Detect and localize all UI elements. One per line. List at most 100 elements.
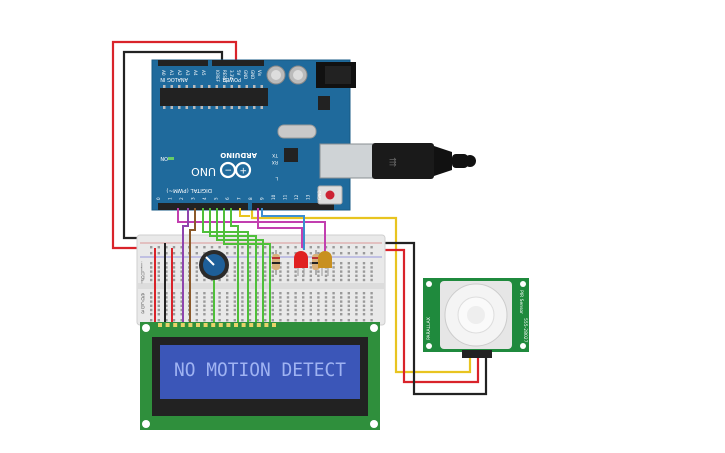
digital-pin-label: 13 <box>306 194 311 200</box>
digital-pin-label: 2 <box>179 197 184 200</box>
pir-label-top: PIR Sensor <box>518 290 524 314</box>
arduino-model-text: UNO <box>191 165 216 178</box>
power-pin-label: Vin <box>257 70 262 77</box>
lcd-pin[interactable] <box>196 323 200 327</box>
digital-pin-label: 6 <box>225 197 230 200</box>
usb-symbol-icon: ⇶ <box>389 157 397 168</box>
analog-pin-label: A0 <box>161 70 166 76</box>
lcd-pin[interactable] <box>203 323 208 327</box>
on-led <box>168 157 174 160</box>
wires-back <box>111 40 488 396</box>
digital-pin-label: GND <box>317 190 322 200</box>
breadboard-row-letter: b <box>141 304 145 311</box>
lcd-pin[interactable] <box>173 323 178 327</box>
green-wire-4[interactable] <box>223 208 271 325</box>
lcd-pin[interactable] <box>256 323 261 327</box>
lcd-pin[interactable] <box>211 323 216 327</box>
yellow-signal-wire[interactable] <box>250 210 472 374</box>
black-pir-ground-wire[interactable] <box>380 241 488 396</box>
potentiometer[interactable] <box>199 250 229 280</box>
power-pin-label: GND <box>243 70 248 79</box>
lcd-pin[interactable] <box>180 323 185 327</box>
digital-pin-label: 3 <box>191 197 196 200</box>
lcd-pin[interactable] <box>272 323 276 327</box>
digital-pwm-label: DIGITAL (PWM~) <box>166 187 212 193</box>
digital-pin-label: 10 <box>271 194 276 200</box>
breadboard-row-letter: h <box>141 270 145 277</box>
digital-pin-label: 9 <box>260 197 265 200</box>
digital-header-low <box>158 203 248 210</box>
arduino-l-label: L <box>275 175 278 181</box>
blue-wire-led[interactable] <box>261 208 305 250</box>
red-led <box>294 251 308 276</box>
reset-button-cap[interactable] <box>325 190 335 200</box>
green-wire-5[interactable] <box>230 208 239 325</box>
digital-pin-label: 12 <box>294 194 299 200</box>
digital-pin-label: 7 <box>237 197 242 200</box>
lcd-pin[interactable] <box>241 323 246 327</box>
arduino-logo-icon: − + <box>219 161 252 179</box>
breadboard-row-letter: c <box>141 300 144 307</box>
digital-pin-label: 5 <box>214 197 219 200</box>
lcd-screen <box>160 345 360 399</box>
lcd-pins <box>158 323 276 327</box>
lcd-pin[interactable] <box>264 323 269 327</box>
green-wire-1[interactable] <box>202 208 249 325</box>
green-wire-3[interactable] <box>216 208 264 325</box>
pir-label-parallax: PARALLAX <box>426 317 432 340</box>
lcd-pin[interactable] <box>165 323 170 327</box>
power-pin-label: 5V <box>236 70 241 76</box>
lcd-pin[interactable] <box>218 323 223 327</box>
breadboard-row-letter: g <box>141 274 145 281</box>
yellow-short-wire[interactable] <box>239 208 250 217</box>
breadboard-row-letter: i <box>141 266 143 273</box>
resistor-1 <box>272 250 280 275</box>
digital-pin-label: 11 <box>283 194 288 200</box>
analog-pin-label: A1 <box>169 70 174 76</box>
lcd-pin[interactable] <box>226 323 231 327</box>
arduino-tx-label: TX <box>272 152 279 158</box>
breadboard-row-letter: e <box>141 292 145 299</box>
pir-sensor: PIR Sensor 555-28027 PARALLAX <box>423 278 529 358</box>
lcd-pin[interactable] <box>234 323 238 327</box>
red-pir-power-wire[interactable] <box>380 248 480 384</box>
lcd-pin[interactable] <box>158 323 162 327</box>
power-pin-label: RESET <box>222 70 227 83</box>
power-pin-label: GND <box>250 70 255 79</box>
analog-in-label: ANALOG IN <box>160 76 188 82</box>
magenta-wire-led[interactable] <box>177 208 326 252</box>
red-power-wire[interactable] <box>111 40 238 250</box>
digital-pin-label: 1 <box>168 197 173 200</box>
digital-pin-label: 4 <box>202 197 207 200</box>
digital-pin-label: 8 <box>248 197 253 200</box>
usb-chip <box>284 148 298 162</box>
purple-wire[interactable] <box>182 208 189 325</box>
power-header <box>212 60 264 66</box>
magenta-wire-2[interactable] <box>257 208 303 248</box>
breadboard-row-letter: j <box>140 262 143 269</box>
analog-pin-label: A2 <box>177 70 182 76</box>
analog-header <box>158 60 208 66</box>
lcd-pin[interactable] <box>249 323 254 327</box>
crystal <box>277 124 317 139</box>
usb-port[interactable] <box>319 143 375 179</box>
power-pin-label: IOREF <box>215 70 220 83</box>
breadboard-row-letter: a <box>141 308 145 315</box>
voltage-regulator <box>318 96 330 110</box>
potentiometer-knob-icon[interactable] <box>205 256 215 266</box>
lcd-pin[interactable] <box>188 323 193 327</box>
brown-wire[interactable] <box>189 208 196 325</box>
lcd-display-text: NO MOTION DETECT <box>174 359 346 381</box>
usb-plug[interactable] <box>372 143 434 179</box>
digital-header-high <box>252 203 334 210</box>
green-wire-2[interactable] <box>209 208 257 325</box>
arduino-on-label: ON <box>160 155 168 161</box>
arduino-brand-text: ARDUINO <box>220 151 257 159</box>
arduino-rx-label: RX <box>272 159 278 165</box>
black-ground-wire[interactable] <box>122 50 224 240</box>
breadboard-holes <box>150 246 373 322</box>
